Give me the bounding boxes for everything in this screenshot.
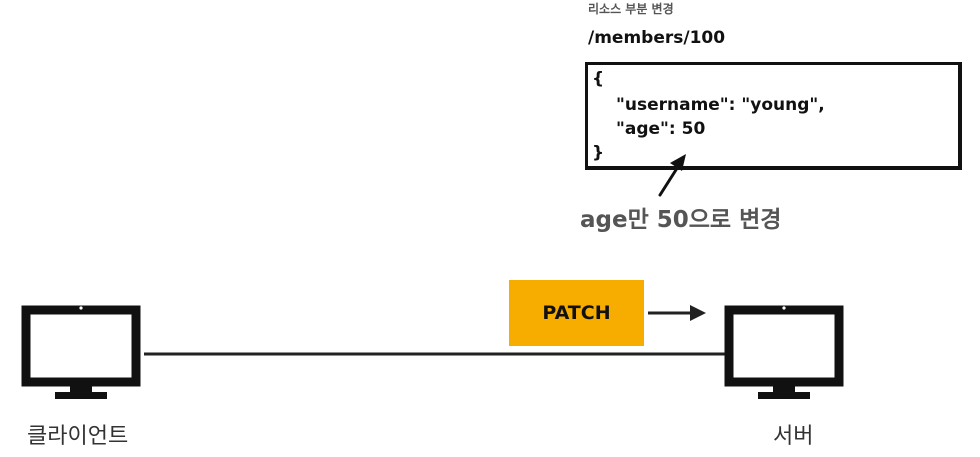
client-label: 클라이언트 — [27, 424, 129, 449]
http-method-box: PATCH — [509, 280, 644, 346]
json-age-line: "age": 50 — [616, 119, 705, 139]
annotation-text: age만 50으로 변경 — [580, 207, 782, 233]
json-close-brace: } — [592, 143, 605, 163]
json-age-value: 50 — [681, 119, 706, 139]
json-username-value: "young", — [741, 95, 825, 115]
resource-path: /members/100 — [588, 28, 726, 48]
monitor-icon — [724, 305, 844, 399]
json-open-brace: { — [592, 69, 605, 89]
server-label: 서버 — [773, 424, 814, 449]
json-username-line: "username": "young", — [616, 95, 825, 115]
json-body-box: { "username": "young", "age": 50 } — [585, 62, 962, 170]
json-username-key: "username": — [616, 95, 742, 115]
resource-caption: 리소스 부분 변경 — [588, 2, 674, 16]
request-arrow — [648, 305, 706, 321]
annotation-arrow — [658, 154, 686, 197]
json-age-key: "age": — [616, 119, 682, 139]
http-method-label: PATCH — [542, 302, 611, 324]
monitor-icon — [21, 305, 141, 399]
